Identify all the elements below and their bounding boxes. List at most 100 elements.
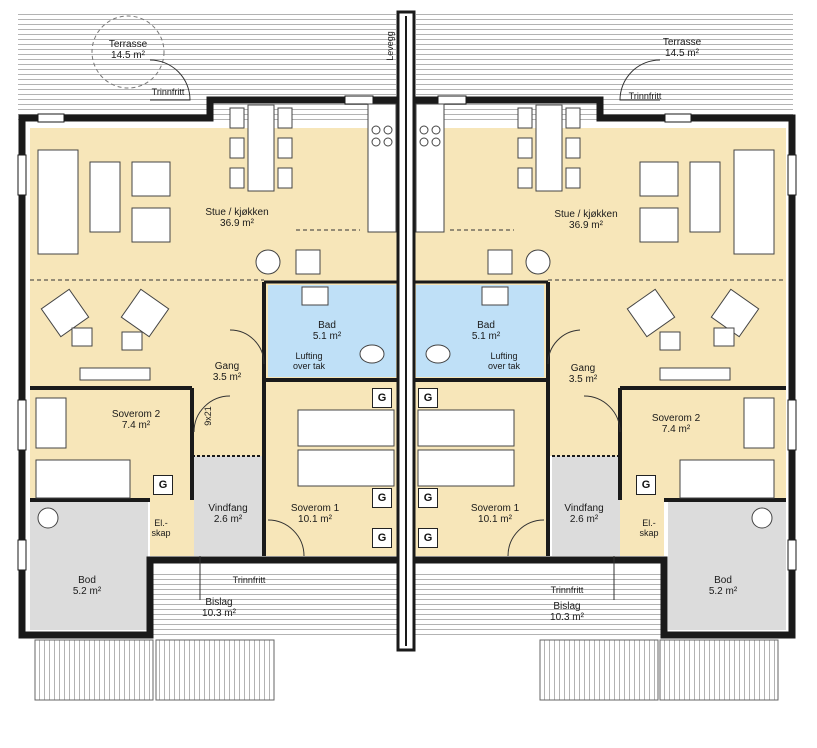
win-r-1 bbox=[664, 113, 692, 123]
chair-r-5 bbox=[565, 137, 581, 159]
deck-terrace-right bbox=[416, 12, 793, 120]
hob-l-3 bbox=[371, 137, 381, 147]
door-soverom2-left bbox=[193, 395, 231, 433]
side-table-l bbox=[71, 327, 93, 347]
bed-soverom2-left bbox=[35, 459, 131, 499]
win-l-5 bbox=[17, 539, 27, 571]
lounge-chair-l-2 bbox=[120, 288, 170, 338]
lounge-chair-l-1 bbox=[40, 288, 90, 338]
chair-l-3 bbox=[229, 167, 245, 189]
chair-r-2 bbox=[517, 137, 533, 159]
furniture bbox=[35, 103, 775, 529]
armchair-r-1 bbox=[639, 161, 679, 197]
lounge-chair-r-2 bbox=[710, 288, 760, 338]
sink-left bbox=[301, 286, 329, 306]
lounge-chair-r-1 bbox=[626, 288, 676, 338]
chair-r-3 bbox=[517, 167, 533, 189]
desk-soverom2-right bbox=[743, 397, 775, 449]
fill-gang-left bbox=[192, 386, 264, 456]
deck-step-left-a bbox=[34, 639, 154, 701]
hob-l-4 bbox=[383, 137, 393, 147]
sofa-left bbox=[37, 149, 79, 255]
bed-soverom1-right-b bbox=[417, 449, 515, 487]
coffee-table-left bbox=[89, 161, 121, 233]
tv-bench-left bbox=[79, 367, 151, 381]
dining-table-right bbox=[535, 104, 563, 192]
bed-soverom1-left-b bbox=[297, 449, 395, 487]
door-gang-left bbox=[229, 329, 265, 365]
win-l-4 bbox=[17, 399, 27, 451]
chair-l-5 bbox=[277, 137, 293, 159]
win-r-3 bbox=[787, 154, 797, 196]
win-l-3 bbox=[17, 154, 27, 196]
washer-left bbox=[295, 249, 321, 275]
chair-l-4 bbox=[277, 107, 293, 129]
deck-step-left-b bbox=[155, 639, 275, 701]
deck-bislag-left bbox=[150, 572, 400, 637]
deck-step-right-b bbox=[659, 639, 779, 701]
win-l-2 bbox=[344, 95, 374, 105]
doors bbox=[149, 59, 661, 600]
fill-gang-right bbox=[548, 386, 620, 456]
chair-r-4 bbox=[565, 107, 581, 129]
door-soverom2-right bbox=[583, 395, 621, 433]
win-l-1 bbox=[37, 113, 65, 123]
deck-bislag-right bbox=[414, 572, 664, 637]
door-terrace-left bbox=[149, 59, 191, 101]
chair-l-6 bbox=[277, 167, 293, 189]
dining-table-left bbox=[247, 104, 275, 192]
armchair-l-1 bbox=[131, 161, 171, 197]
kitchen-counter-right bbox=[415, 103, 445, 233]
fill-bad-left bbox=[268, 285, 396, 377]
outer-wall-right bbox=[414, 96, 796, 639]
bed-soverom1-right-a bbox=[417, 409, 515, 447]
win-r-4 bbox=[787, 399, 797, 451]
hobs bbox=[371, 125, 441, 147]
toilet-left bbox=[359, 344, 385, 364]
chair-r-6 bbox=[565, 167, 581, 189]
fill-entry-left bbox=[150, 498, 194, 556]
win-r-2 bbox=[437, 95, 467, 105]
bod-fixture-left bbox=[37, 507, 59, 529]
chair-r-1 bbox=[517, 107, 533, 129]
chair-l-2 bbox=[229, 137, 245, 159]
side-table-r-2 bbox=[713, 327, 735, 347]
side-table-r bbox=[659, 331, 681, 351]
door-soverom1-right bbox=[507, 519, 545, 557]
fill-vindfang-right bbox=[552, 456, 622, 556]
hob-r-1 bbox=[419, 125, 429, 135]
hob-r-4 bbox=[431, 137, 441, 147]
bed-soverom1-left-a bbox=[297, 409, 395, 447]
heater-left bbox=[255, 249, 281, 275]
tv-bench-right bbox=[659, 367, 731, 381]
door-soverom1-left bbox=[267, 519, 305, 557]
side-table-l-2 bbox=[121, 331, 143, 351]
sink-right bbox=[481, 286, 509, 306]
bod-fixture-right bbox=[751, 507, 773, 529]
door-terrace-right bbox=[619, 59, 661, 101]
door-gang-right bbox=[547, 329, 581, 365]
armchair-l-2 bbox=[131, 207, 171, 243]
bed-soverom2-right bbox=[679, 459, 775, 499]
sofa-right bbox=[733, 149, 775, 255]
chair-l-1 bbox=[229, 107, 245, 129]
toilet-right bbox=[425, 344, 451, 364]
hob-r-3 bbox=[419, 137, 429, 147]
fill-entry-right bbox=[620, 498, 664, 556]
fill-vindfang-left bbox=[192, 456, 262, 556]
washer-right bbox=[487, 249, 513, 275]
desk-soverom2-left bbox=[35, 397, 67, 449]
walls bbox=[18, 10, 796, 652]
outer-wall-left bbox=[18, 96, 398, 639]
win-r-5 bbox=[787, 539, 797, 571]
terrace-round-marker bbox=[91, 15, 165, 89]
hob-r-2 bbox=[431, 125, 441, 135]
armchair-r-2 bbox=[639, 207, 679, 243]
deck-step-right-a bbox=[539, 639, 659, 701]
kitchen-counter-left bbox=[367, 103, 397, 233]
dashed-lines bbox=[30, 229, 786, 281]
hob-l-1 bbox=[371, 125, 381, 135]
heater-right bbox=[525, 249, 551, 275]
hob-l-2 bbox=[383, 125, 393, 135]
